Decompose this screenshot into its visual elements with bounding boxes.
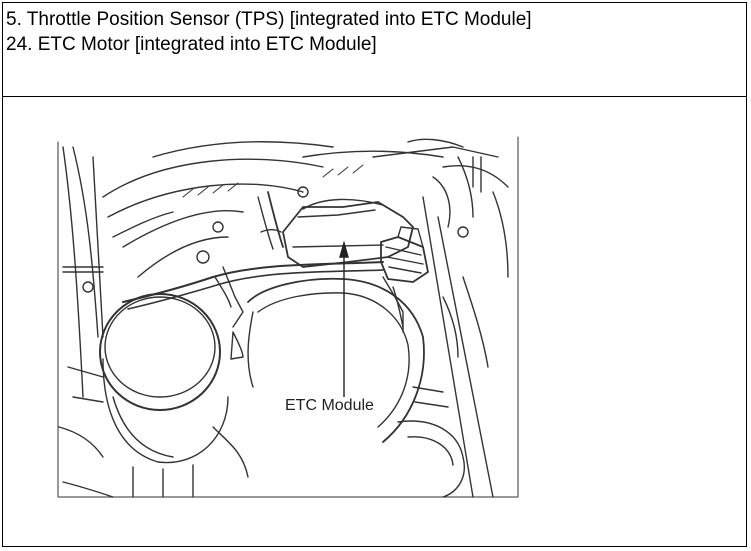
- etc-module-callout: ETC Module: [283, 397, 376, 415]
- engine-diagram: ETC Module: [3, 97, 746, 546]
- component-list: 5. Throttle Position Sensor (TPS) [integ…: [3, 3, 746, 97]
- component-item-etc-motor: 24. ETC Motor [integrated into ETC Modul…: [6, 34, 377, 55]
- engine-bay-illustration: [57, 136, 519, 498]
- component-item-tps: 5. Throttle Position Sensor (TPS) [integ…: [6, 9, 532, 30]
